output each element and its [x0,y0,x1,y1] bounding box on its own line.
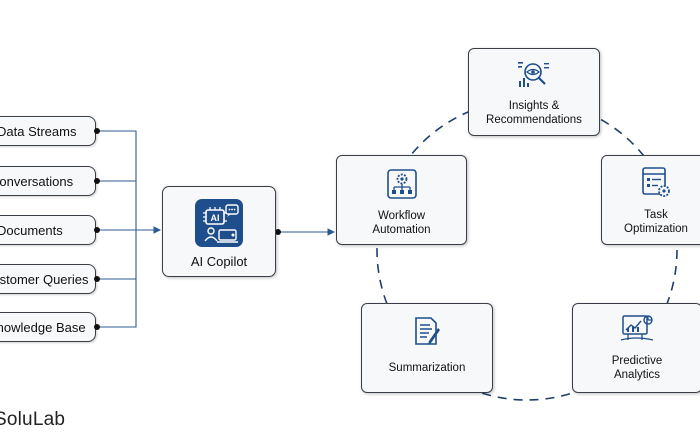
workflow-gear-icon [386,169,417,199]
chart-icon [620,315,654,341]
card-summarization: Summarization [361,303,493,393]
input-label: Conversations [0,173,74,189]
connector-dot [94,324,100,330]
connector-dot [94,227,100,233]
card-label-line: Workflow [377,210,426,222]
card-label: Summarization [362,361,492,375]
ai-chip-icon: AI [195,199,243,247]
card-label: Workflow Automation [337,209,466,237]
card-label: Task Optimization [602,208,700,236]
ai-copilot-node: AI AI Copilot [162,186,276,277]
input-customer-queries: Customer Queries [0,264,96,294]
card-label-line: Optimization [624,223,688,235]
connector-dot [94,178,100,184]
input-label: Data Streams [0,123,77,139]
card-label: Insights & Recommendations [469,99,599,127]
card-label-line: Summarization [388,362,466,374]
card-insights-recommendations: Insights & Recommendations [468,48,600,136]
task-checklist-gear-icon [642,167,670,197]
connector-dot [94,128,100,134]
input-label: Documents [0,222,63,238]
card-label-line: Recommendations [486,114,582,126]
card-label-line: Task [644,209,668,221]
fan-in-lines [97,130,162,328]
document-pen-icon [415,317,440,345]
insights-icon [518,62,549,87]
input-label: Knowledge Base [0,319,86,335]
input-documents: Documents [0,215,96,245]
card-label-line: Automation [372,224,431,236]
card-label: Predictive Analytics [573,354,700,382]
card-task-optimization: Task Optimization [601,155,700,245]
input-knowledge-base: Knowledge Base [0,312,96,342]
input-label: Customer Queries [0,271,89,287]
card-label-line: Predictive [611,355,663,367]
ai-copilot-label: AI Copilot [190,254,248,269]
input-conversations: Conversations [0,166,96,196]
card-label-line: Insights & [508,100,560,112]
solulab-logo: SoluLab [0,409,66,430]
svg-text:AI: AI [211,213,220,223]
card-workflow-automation: Workflow Automation [336,155,467,245]
card-label-line: Analytics [613,369,661,381]
input-data-streams: Data Streams [0,116,96,146]
connector-dot [94,276,100,282]
card-predictive-analytics: Predictive Analytics [572,303,700,393]
